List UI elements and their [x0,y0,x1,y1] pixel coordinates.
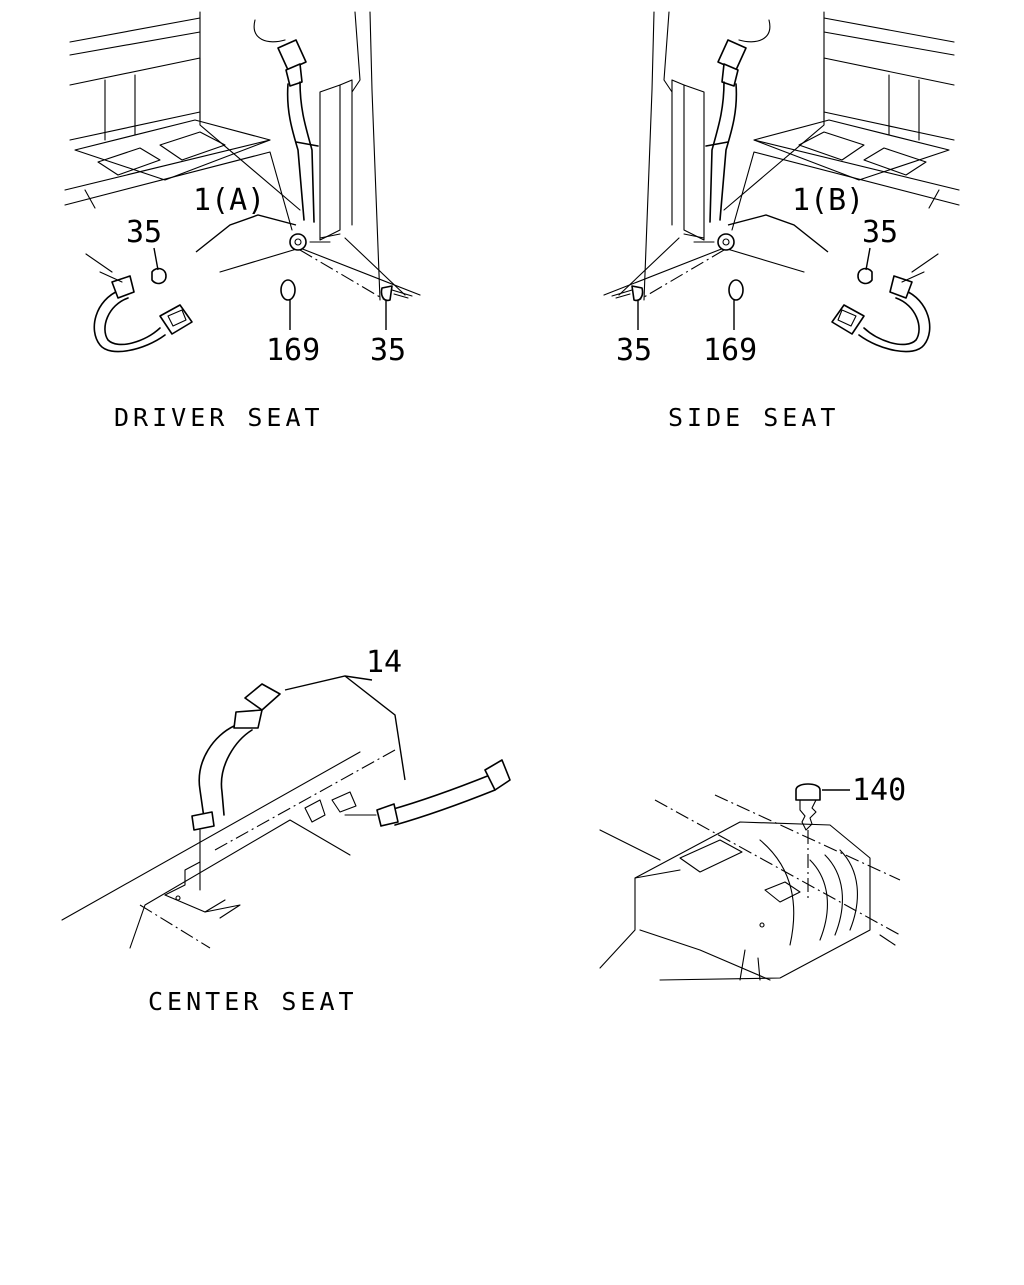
floor-console-structure [599,794,901,981]
driver-callout-bolt-left: 35 [126,215,162,250]
side-cab-structure [603,11,960,301]
driver-callout-grommet: 169 [266,333,320,368]
side-seat-panel: 1(B) 35 169 35 SIDE SEAT [603,11,960,432]
driver-callout-bolt-right: 35 [370,333,406,368]
center-seat-caption: CENTER SEAT [148,987,358,1016]
driver-grommet [280,279,296,301]
side-callout-grommet: 169 [703,333,757,368]
side-grommet [728,279,744,301]
side-callout-belt: 1(B) [792,183,864,218]
floor-callout-clip: 140 [852,773,906,808]
floor-clip [795,783,821,898]
side-seat-caption: SIDE SEAT [668,403,839,432]
side-shoulder-belt [683,39,747,251]
side-callout-bolt-left: 35 [616,333,652,368]
driver-buckle [85,253,193,353]
center-callout-belt: 14 [366,645,402,680]
side-left-bolt [611,285,644,302]
side-callout-bolt-right: 35 [862,215,898,250]
driver-shoulder-belt [277,39,341,251]
driver-seat-caption: DRIVER SEAT [114,403,324,432]
floor-clip-panel: 140 [599,773,906,981]
driver-callout-belt: 1(A) [193,183,265,218]
side-buckle [831,253,939,353]
driver-cab-structure [64,11,421,301]
center-floor-structure [61,749,396,949]
driver-right-bolt [380,285,413,302]
driver-seat-panel: 1(A) 35 169 35 DRIVER SEAT [64,11,421,432]
center-lap-belt [191,683,511,891]
center-seat-panel: 14 CENTER SEAT [61,645,511,1016]
